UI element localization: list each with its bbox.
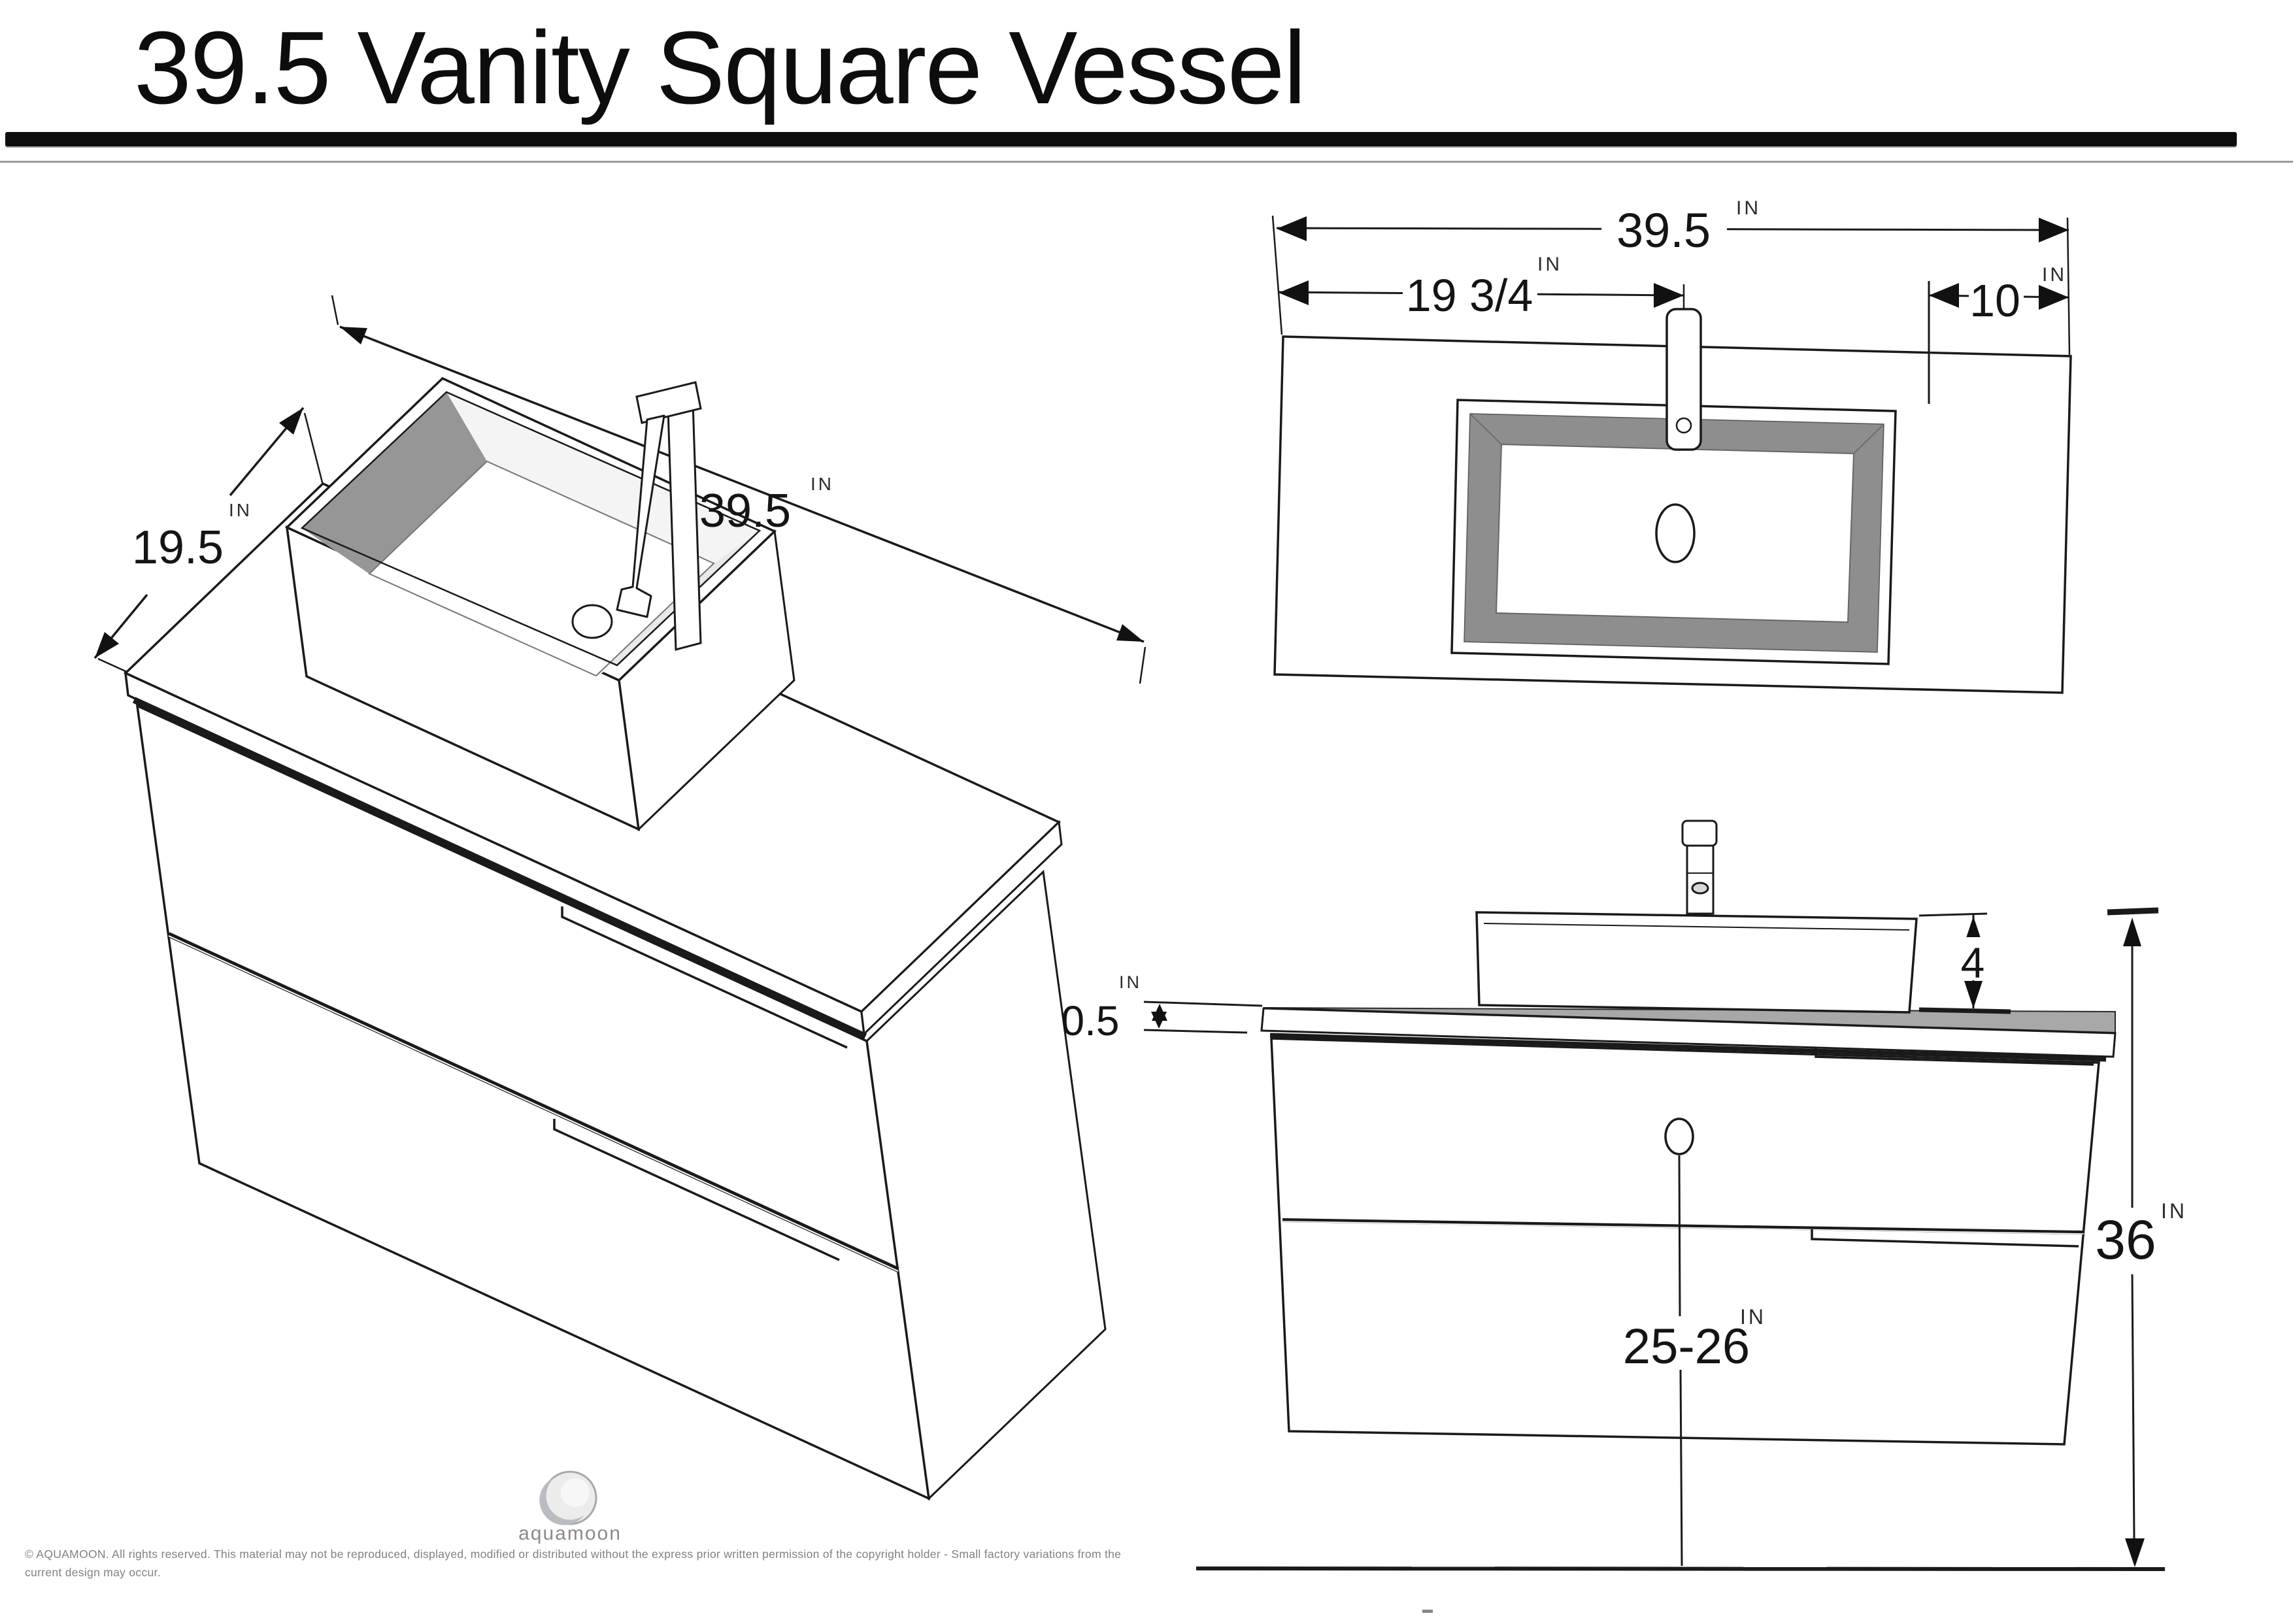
arrowhead xyxy=(1279,280,1309,305)
label-mask xyxy=(1403,265,1537,316)
arrowhead xyxy=(1116,624,1144,642)
top-width-dim-unit: IN xyxy=(1736,197,1761,219)
arrowhead xyxy=(2039,218,2069,242)
front-height-tick-top xyxy=(2107,907,2159,916)
front-thickness-label: 0.5 xyxy=(1062,997,1120,1044)
arrowhead xyxy=(1964,981,1983,1008)
front-height-unit: IN xyxy=(2161,1199,2187,1223)
arrowhead xyxy=(2039,285,2069,310)
front-reference-knob xyxy=(1664,1118,1694,1155)
front-top-drawer-handle xyxy=(1815,1048,2094,1066)
front-height-line-b xyxy=(2131,1274,2135,1539)
title-underline-thin xyxy=(0,161,2293,163)
page-title: 39.5 Vanity Square Vessel xyxy=(134,10,1307,125)
top-faucet-aerator xyxy=(1675,417,1692,434)
persp-top-drawer-handle xyxy=(561,906,848,1049)
logo-wordmark: aquamoon xyxy=(518,1523,622,1544)
front-counter-gap-band xyxy=(1269,1033,2107,1062)
persp-width-dim-label: 39.5 xyxy=(699,485,791,537)
front-vessel-dim-tick-top xyxy=(1918,912,1988,917)
persp-depth-dim-label: 19.5 xyxy=(132,522,224,574)
arrowhead xyxy=(1151,1012,1167,1029)
persp-sink-inner-rim xyxy=(300,391,762,667)
top-sink-bevel xyxy=(1469,413,1502,445)
front-drawer-divider xyxy=(1282,1218,2084,1235)
arrowhead xyxy=(1654,283,1684,308)
front-floor-line xyxy=(1196,1566,2166,1571)
arrowhead xyxy=(279,408,303,435)
front-counter-face xyxy=(1260,1007,2117,1058)
arrowhead xyxy=(1277,216,1307,241)
persp-depth-ext-tick-top xyxy=(303,412,324,486)
top-view: 39.5 IN 19 3/4 IN 10 IN xyxy=(1271,197,2072,694)
copyright-line-1: © AQUAMOON. All rights reserved. This ma… xyxy=(25,1548,1122,1561)
persp-counter-right-face xyxy=(860,820,1063,1036)
label-mask xyxy=(1969,274,2024,322)
arrowhead xyxy=(2125,1538,2145,1567)
front-faucet-body xyxy=(1686,844,1715,915)
persp-bottom-drawer-handle xyxy=(553,1119,840,1261)
front-clearance-line-b xyxy=(1679,1369,1683,1566)
persp-drawer-divider xyxy=(167,932,899,1272)
front-sink-rim-line xyxy=(1483,923,1910,931)
persp-width-ext-tick-right xyxy=(1139,646,1146,684)
front-thickness-tick-bottom xyxy=(1143,1029,1248,1034)
arrowhead xyxy=(340,327,367,344)
top-width-ext-right xyxy=(2066,217,2071,356)
persp-depth-ext-tick-bottom xyxy=(97,657,127,673)
logo-moon-crescent xyxy=(539,1477,584,1525)
persp-width-dim-line xyxy=(339,325,1145,643)
persp-depth-dim-unit: IN xyxy=(229,500,252,520)
front-faucet-cap xyxy=(1681,820,1718,847)
front-cabinet xyxy=(1270,1037,2100,1446)
persp-sink-basin-floor xyxy=(368,460,715,677)
front-clearance-unit: IN xyxy=(1740,1305,1766,1329)
persp-drain xyxy=(571,604,613,639)
arrowhead xyxy=(2123,918,2141,946)
front-thickness-tick-top xyxy=(1143,1001,1263,1007)
persp-drawer-divider-inner xyxy=(168,935,899,1272)
top-right-dim-label: 10 xyxy=(1969,275,2020,326)
front-view: 0.5 IN 4 25-26 IN 36 IN xyxy=(1062,820,2187,1613)
persp-faucet-arm xyxy=(616,414,665,618)
persp-faucet-cap xyxy=(635,381,702,424)
top-center-dim-label: 19 3/4 xyxy=(1406,270,1533,321)
persp-width-ext-tick-left xyxy=(331,295,339,325)
arrowhead xyxy=(1964,916,1983,944)
front-clearance-label: 25-26 xyxy=(1623,1319,1750,1374)
front-height-label: 36 xyxy=(2095,1209,2156,1270)
front-thickness-unit: IN xyxy=(1119,972,1142,992)
top-width-dim-label: 39.5 xyxy=(1616,203,1711,257)
front-clearance-line-a xyxy=(1678,1155,1681,1317)
label-mask xyxy=(1958,937,1988,980)
persp-width-dim-unit: IN xyxy=(811,474,834,494)
persp-sink-left-wall xyxy=(302,392,487,574)
top-faucet xyxy=(1665,308,1702,451)
front-faucet-spout xyxy=(1691,882,1709,895)
front-bottom-drawer-handle xyxy=(1811,1229,2079,1248)
copyright-line-2: current design may occur. xyxy=(25,1566,161,1579)
arrowhead xyxy=(95,632,119,658)
arrowhead xyxy=(1929,283,1959,308)
title-underline xyxy=(5,132,2237,146)
top-drain xyxy=(1655,503,1696,563)
front-vessel-sink xyxy=(1475,911,1918,1014)
label-mask xyxy=(1601,200,1727,254)
top-center-dim-unit: IN xyxy=(1537,254,1562,275)
front-vessel-dim-label: 4 xyxy=(1961,938,1985,987)
persp-counter-gap-band xyxy=(132,697,867,1040)
front-drawer-divider-inner xyxy=(1282,1221,2084,1235)
front-vessel-dim-tick-bottom xyxy=(1918,1007,2011,1014)
top-right-dim-unit: IN xyxy=(2042,264,2067,286)
top-width-ext-left xyxy=(1271,215,1283,335)
top-sink-bevel xyxy=(1853,423,1884,454)
perspective-view: 19.5 IN 39.5 IN xyxy=(93,295,1146,1501)
logo-moon-highlight xyxy=(561,1478,590,1507)
floor-mark xyxy=(1422,1610,1433,1613)
brand-logo: aquamoon xyxy=(518,1470,622,1544)
